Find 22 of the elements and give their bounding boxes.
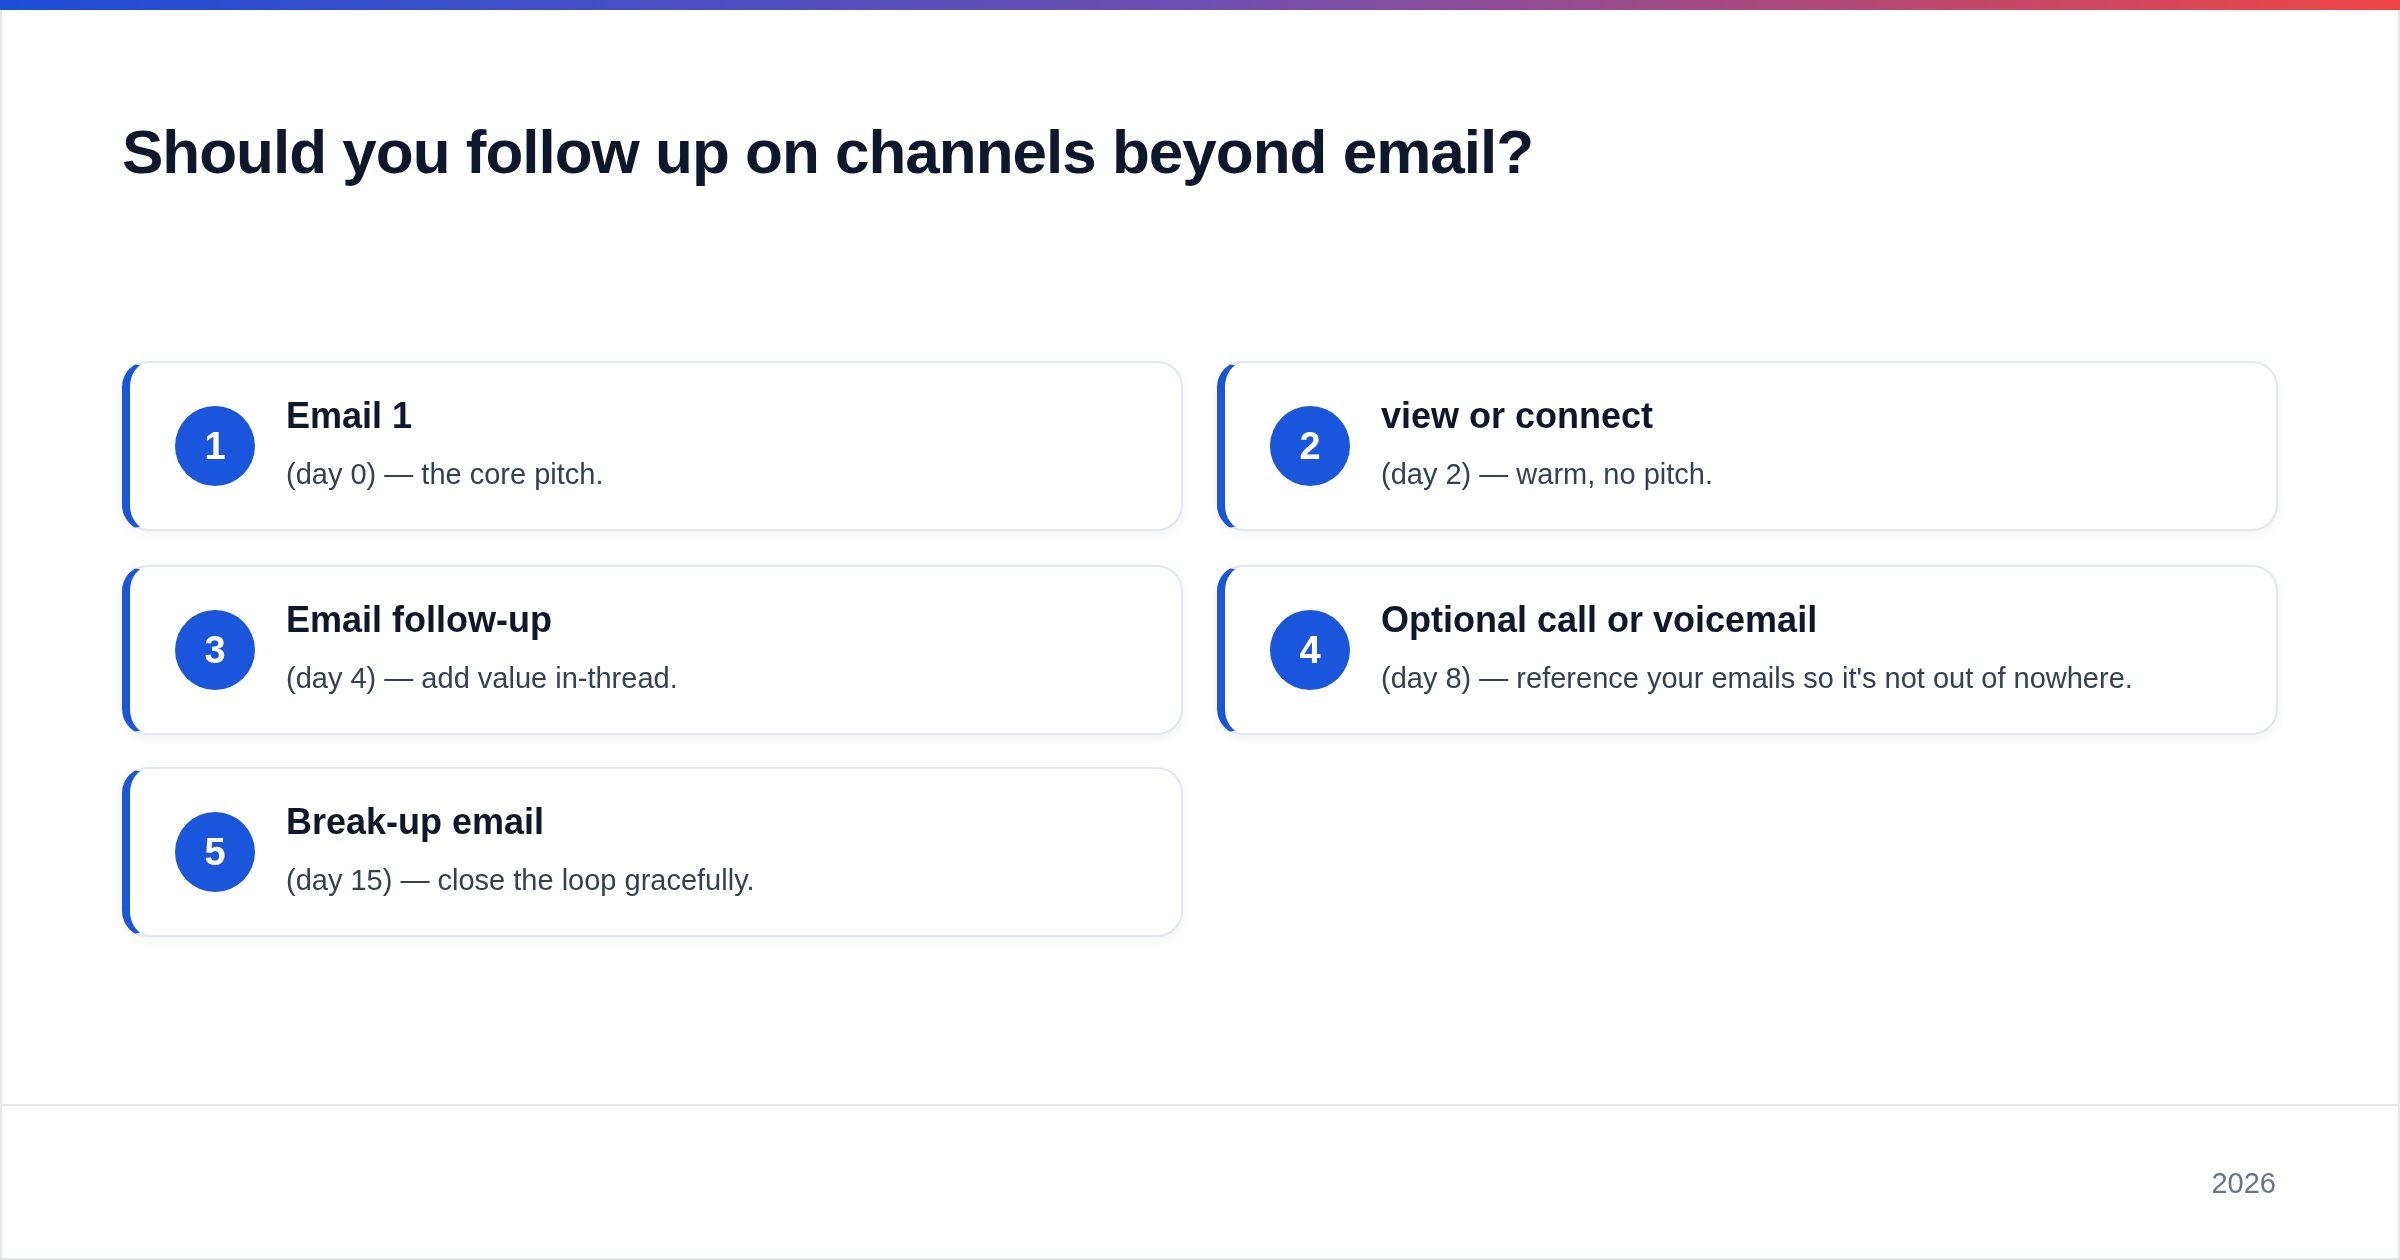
step-heading: view or connect	[1381, 394, 1655, 438]
step-heading: Break-up email	[286, 800, 546, 844]
page-title: Should you follow up on channels beyond email?	[122, 116, 1534, 188]
step-description: (day 0) — the core pitch.	[286, 457, 605, 492]
step-card	[1217, 361, 2278, 531]
step-description: (day 4) — add value in-thread.	[286, 661, 679, 696]
step-card	[1217, 565, 2278, 735]
step-heading: Optional call or voicemail	[1381, 598, 1819, 642]
step-number-circle: 4	[1270, 610, 1350, 690]
step-description: (day 2) — warm, no pitch.	[1381, 457, 1714, 492]
step-heading: Email follow-up	[286, 598, 553, 642]
step-number-circle: 5	[175, 812, 255, 892]
step-card	[122, 565, 1183, 735]
step-heading: Email 1	[286, 394, 414, 438]
step-description: (day 8) — reference your emails so it's not out of nowhere.	[1381, 661, 2134, 696]
step-number-circle: 1	[175, 406, 255, 486]
step-number-circle: 3	[175, 610, 255, 690]
step-description: (day 15) — close the loop gracefully.	[286, 863, 756, 898]
step-number-circle: 2	[1270, 406, 1350, 486]
step-card	[122, 767, 1183, 937]
step-card	[122, 361, 1183, 531]
year-label: 2026	[2211, 1166, 2276, 1201]
